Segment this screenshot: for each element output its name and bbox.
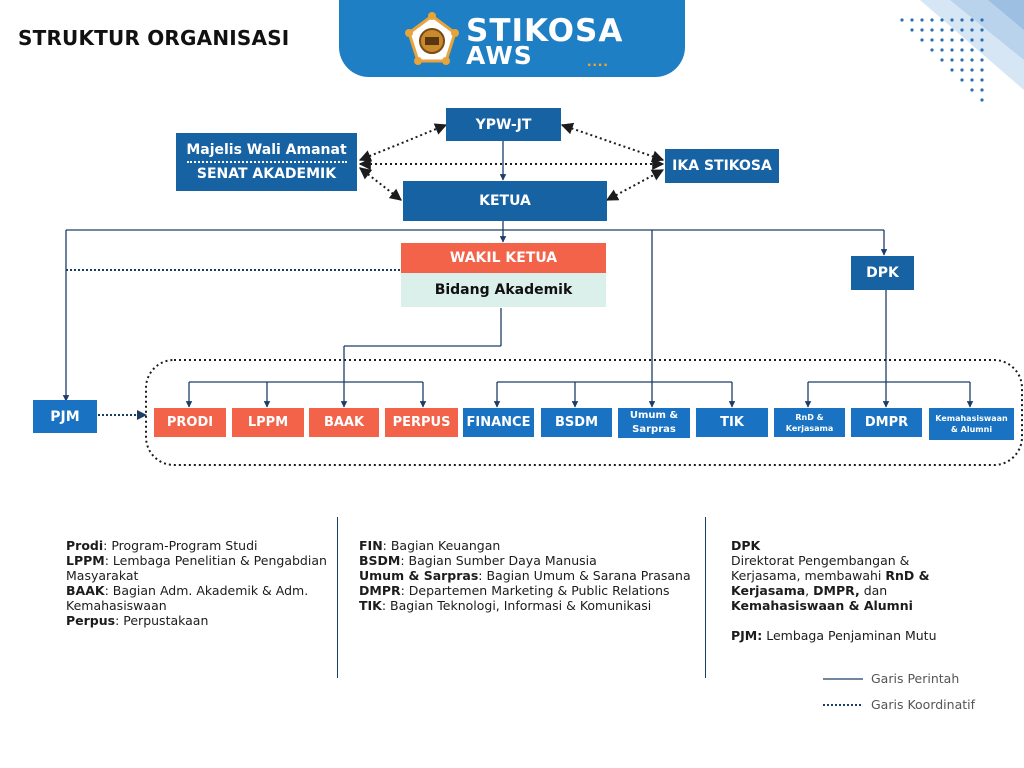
unit-bsdm-label: BSDM [555, 415, 598, 430]
unit-prodi-label: PRODI [166, 415, 214, 430]
legend-item: Perpus: Perpustakaan [66, 613, 209, 628]
node-ika-label: IKA STIKOSA [672, 158, 772, 174]
unit-lppm: LPPM [232, 408, 304, 437]
unit-baak-label: BAAK [323, 415, 365, 430]
legend-item: Prodi: Program-Program Studi [66, 538, 258, 553]
legend-dpk-line: Kerjasama, membawahi RnD & [731, 568, 930, 583]
legend-item: Masyarakat [66, 568, 139, 583]
unit-dmpr: DMPR [851, 408, 922, 437]
unit-umum-label-2: Sarpras [632, 424, 676, 435]
legend-item: Umum & Sarpras: Bagian Umum & Sarana Pra… [359, 568, 691, 583]
node-ketua-label: KETUA [479, 193, 531, 209]
legend-dpk-line: Kemahasiswaan & Alumni [731, 598, 913, 613]
legend-item: Kemahasiswaan [66, 598, 167, 613]
unit-rnd-kerjasama: RnD & Kerjasama [774, 408, 845, 437]
unit-prodi: PRODI [154, 408, 226, 437]
unit-perpus-label: PERPUS [392, 415, 451, 430]
node-dpk: DPK [851, 256, 914, 290]
node-wakil-ketua-label: WAKIL KETUA [449, 250, 558, 266]
node-bidang-akademik: Bidang Akademik [401, 273, 606, 307]
legend-divider-2 [705, 517, 706, 678]
node-majelis-label: Majelis Wali Amanat [186, 142, 347, 158]
unit-kema-label-2: & Alumni [950, 425, 993, 434]
logo-emblem-icon [405, 12, 459, 65]
node-ypw-jt-label: YPW-JT [475, 116, 532, 133]
key-coordination-line-label: Garis Koordinatif [871, 697, 975, 712]
node-ypw-jt: YPW-JT [446, 108, 561, 141]
legend-divider-1 [337, 517, 338, 678]
legend-column-1: Prodi: Program-Program Studi LPPM: Lemba… [66, 538, 331, 628]
node-pjm: PJM [33, 400, 97, 433]
legend-spacer [731, 613, 991, 628]
node-majelis-senat: Majelis Wali Amanat SENAT AKADEMIK [176, 133, 357, 191]
unit-bsdm: BSDM [541, 408, 612, 437]
legend-dpk-line: Direktorat Pengembangan & [731, 553, 910, 568]
logo-wordmark-bottom: AWS [466, 41, 533, 70]
key-command-line-label: Garis Perintah [871, 671, 960, 686]
node-senat-label: SENAT AKADEMIK [196, 166, 337, 182]
legend-item: LPPM: Lembaga Penelitian & Pengabdian [66, 553, 327, 568]
legend-item: FIN: Bagian Keuangan [359, 538, 501, 553]
node-dpk-label: DPK [866, 265, 899, 281]
node-ika-stikosa: IKA STIKOSA [665, 149, 779, 183]
legend-item: BAAK: Bagian Adm. Akademik & Adm. [66, 583, 309, 598]
unit-rnd-label-2: Kerjasama [785, 423, 834, 433]
node-pjm-label: PJM [50, 408, 80, 425]
unit-perpus: PERPUS [385, 408, 458, 437]
legend-column-2: FIN: Bagian Keuangan BSDM: Bagian Sumber… [359, 538, 699, 613]
unit-lppm-label: LPPM [247, 415, 289, 430]
unit-dmpr-label: DMPR [864, 415, 909, 430]
legend-item: TIK: Bagian Teknologi, Informasi & Komun… [359, 598, 652, 613]
legend-column-3: DPK Direktorat Pengembangan & Kerjasama,… [731, 538, 991, 643]
majelis-divider [186, 161, 347, 163]
unit-umum-label-1: Umum & [629, 410, 679, 421]
node-ketua: KETUA [403, 181, 607, 221]
unit-finance: FINANCE [463, 408, 534, 437]
unit-umum-sarpras: Umum & Sarpras [618, 408, 690, 438]
legend-pjm: PJM: Lembaga Penjaminan Mutu [731, 628, 937, 643]
legend-dpk-line: Kerjasama, DMPR, dan [731, 583, 888, 598]
logo-banner [339, 0, 685, 77]
legend-dpk-title: DPK [731, 538, 761, 553]
legend-item: DMPR: Departemen Marketing & Public Rela… [359, 583, 670, 598]
unit-tik-label: TIK [720, 415, 744, 430]
unit-kema-label-1: Kemahasiswaan [935, 414, 1008, 423]
unit-finance-label: FINANCE [466, 415, 531, 430]
node-wakil-ketua: WAKIL KETUA [401, 243, 606, 273]
legend-item: BSDM: Bagian Sumber Daya Manusia [359, 553, 597, 568]
logo-wordmark-top: STIKOSA [466, 13, 624, 49]
unit-tik: TIK [696, 408, 768, 437]
page-title: STRUKTUR ORGANISASI [18, 26, 290, 50]
unit-rnd-label-1: RnD & [795, 412, 824, 422]
node-bidang-label: Bidang Akademik [434, 282, 573, 298]
corner-decoration [900, 0, 1024, 102]
unit-baak: BAAK [309, 408, 379, 437]
logo-dots: .... [587, 53, 609, 70]
unit-kemahasiswaan-alumni: Kemahasiswaan & Alumni [929, 408, 1014, 440]
